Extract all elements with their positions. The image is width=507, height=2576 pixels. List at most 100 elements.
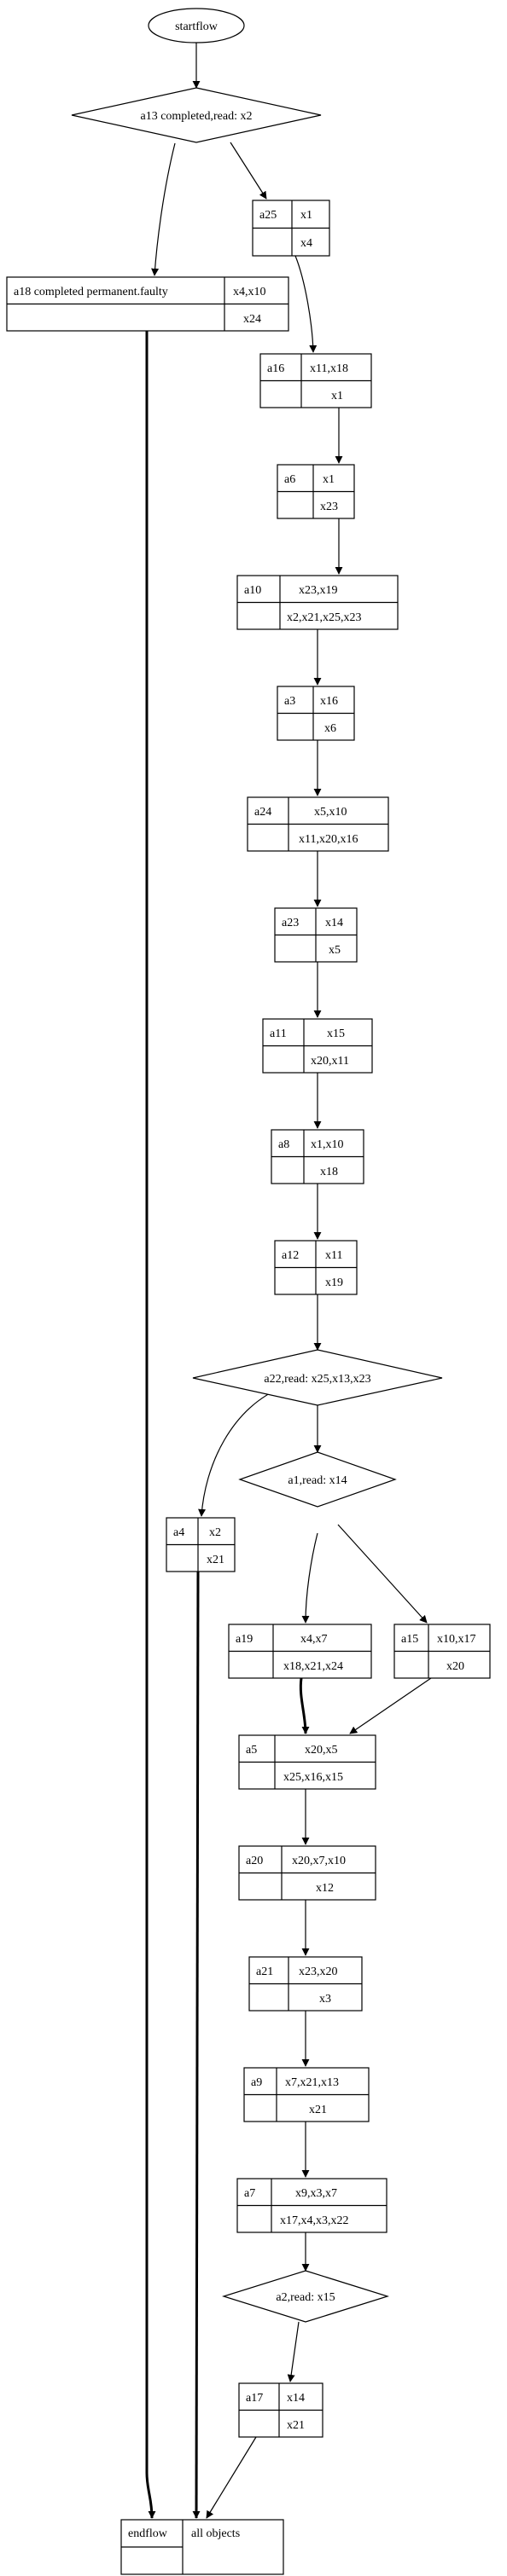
node-a24-top: x5,x10	[314, 806, 347, 819]
node-a20-name: a20	[246, 1855, 263, 1867]
decision-a22: a22,read: x25,x13,x23	[192, 1349, 443, 1406]
node-a25-name: a25	[259, 209, 277, 222]
node-a16-bottom: x1	[331, 390, 343, 402]
node-a6-top: x1	[323, 473, 335, 486]
node-a3-bottom: x6	[324, 722, 336, 735]
edge-a18-end	[145, 331, 156, 2519]
node-a3: a3 x16 x6	[277, 686, 355, 741]
start-node: startflow	[148, 8, 245, 43]
edge-a1-a15	[337, 1524, 428, 1624]
edge-a17-end	[206, 2436, 257, 2519]
node-a18: a18 completed permanent.faulty x4,x10 x2…	[6, 276, 289, 332]
decision-a13-label: a13 completed,read: x2	[140, 110, 252, 123]
end-all-objects: all objects	[191, 2527, 240, 2540]
node-a20-bottom: x12	[316, 1882, 334, 1895]
node-a17-name: a17	[246, 2392, 263, 2405]
node-a8-bottom: x18	[320, 1166, 338, 1178]
node-a11-top: x15	[327, 1028, 345, 1040]
decision-a1: a1,read: x14	[238, 1451, 397, 1508]
node-a19-top: x4,x7	[300, 1633, 328, 1646]
node-a3-name: a3	[284, 695, 295, 708]
node-a15-top: x10,x17	[437, 1633, 476, 1646]
node-a6-bottom: x23	[320, 501, 338, 513]
node-a18-top: x4,x10	[233, 286, 266, 298]
end-node: endflow all objects	[120, 2519, 284, 2575]
decision-a2-label: a2,read: x15	[276, 2291, 335, 2304]
node-a10-bottom: x2,x21,x25,x23	[287, 611, 362, 624]
decision-a13: a13 completed,read: x2	[71, 87, 322, 143]
node-a19: a19 x4,x7 x18,x21,x24	[228, 1624, 372, 1679]
edge-a15-a5	[349, 1677, 432, 1734]
edge-a4-end	[192, 1571, 201, 2519]
node-a4-name: a4	[173, 1526, 184, 1539]
node-a19-bottom: x18,x21,x24	[283, 1660, 343, 1673]
node-a10-name: a10	[244, 584, 261, 597]
node-a10: a10 x23,x19 x2,x21,x25,x23	[236, 575, 399, 630]
node-a25: a25 x1 x4	[252, 200, 330, 257]
node-a9-top: x7,x21,x13	[285, 2076, 339, 2089]
node-a7-name: a7	[244, 2187, 255, 2200]
node-a9-name: a9	[251, 2076, 262, 2089]
node-a9-bottom: x21	[309, 2104, 327, 2116]
node-a17-top: x14	[287, 2392, 305, 2405]
edge-a22-a4	[198, 1385, 287, 1517]
node-a11: a11 x15 x20,x11	[262, 1018, 373, 1074]
node-a5-top: x20,x5	[305, 1744, 338, 1757]
node-a16-name: a16	[267, 362, 284, 375]
edge-a13-a18	[151, 142, 176, 276]
node-a24-name: a24	[254, 806, 271, 819]
node-a16-top: x11,x18	[310, 362, 348, 375]
node-a15: a15 x10,x17 x20	[393, 1624, 491, 1679]
node-a23-bottom: x5	[329, 944, 341, 957]
node-a16: a16 x11,x18 x1	[259, 353, 372, 408]
decision-a22-label: a22,read: x25,x13,x23	[264, 1373, 370, 1386]
node-a12-top: x11	[325, 1249, 342, 1262]
node-a8: a8 x1,x10 x18	[271, 1129, 364, 1184]
node-a12: a12 x11 x19	[274, 1240, 358, 1295]
node-a18-bottom: x24	[243, 313, 261, 326]
node-a9: a9 x7,x21,x13 x21	[243, 2067, 370, 2122]
node-a5-name: a5	[246, 1744, 257, 1757]
node-a5: a5 x20,x5 x25,x16,x15	[238, 1734, 376, 1790]
edge-a13-a25	[230, 142, 267, 200]
node-a18-name: a18 completed permanent.faulty	[14, 286, 168, 298]
node-a7: a7 x9,x3,x7 x17,x4,x3,x22	[236, 2178, 388, 2233]
node-a6-name: a6	[284, 473, 295, 486]
node-a15-bottom: x20	[446, 1660, 464, 1673]
node-a15-name: a15	[401, 1633, 418, 1646]
node-a25-top: x1	[300, 209, 312, 222]
decision-a1-label: a1,read: x14	[288, 1474, 347, 1487]
end-label: endflow	[128, 2527, 168, 2540]
node-a8-name: a8	[278, 1138, 289, 1151]
node-a23-top: x14	[325, 917, 343, 929]
node-a17-bottom: x21	[287, 2419, 305, 2432]
node-a12-bottom: x19	[325, 1276, 343, 1289]
node-a10-top: x23,x19	[299, 584, 338, 597]
node-a4-top: x2	[209, 1526, 221, 1539]
decision-a2: a2,read: x15	[221, 2270, 390, 2323]
node-a3-top: x16	[320, 695, 338, 708]
node-a12-name: a12	[282, 1249, 299, 1262]
node-a23-name: a23	[282, 917, 299, 929]
node-a5-bottom: x25,x16,x15	[283, 1771, 343, 1784]
node-a4: a4 x2 x21	[166, 1517, 236, 1572]
node-a20-top: x20,x7,x10	[292, 1855, 346, 1867]
node-a19-name: a19	[236, 1633, 253, 1646]
node-a25-bottom: x4	[300, 237, 312, 250]
node-a8-top: x1,x10	[311, 1138, 344, 1151]
edge-a25-a16	[294, 255, 318, 353]
edge-a2-a17	[287, 2321, 300, 2382]
node-a21-top: x23,x20	[299, 1965, 338, 1978]
edge-a1-a19	[301, 1532, 318, 1624]
node-a21-bottom: x3	[319, 1993, 331, 2006]
node-a17: a17 x14 x21	[238, 2382, 323, 2438]
node-a4-bottom: x21	[207, 1554, 224, 1566]
node-a6: a6 x1 x23	[277, 464, 355, 519]
node-a11-name: a11	[270, 1028, 287, 1040]
node-a7-bottom: x17,x4,x3,x22	[280, 2214, 349, 2227]
node-a24: a24 x5,x10 x11,x20,x16	[247, 796, 389, 852]
node-a20: a20 x20,x7,x10 x12	[238, 1845, 376, 1901]
node-a7-top: x9,x3,x7	[295, 2187, 337, 2200]
node-a21-name: a21	[256, 1965, 273, 1978]
